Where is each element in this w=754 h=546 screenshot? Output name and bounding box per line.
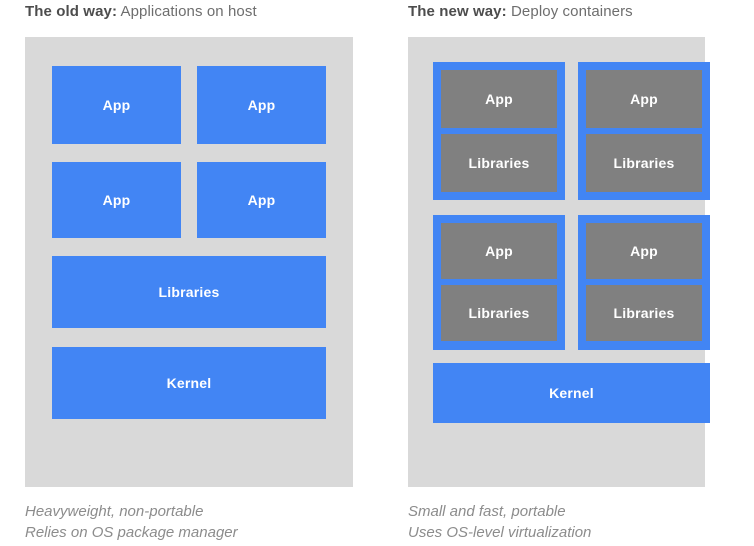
container-4-libraries-box: Libraries: [586, 285, 702, 341]
new-way-column: The new way: Deploy containers App Libra…: [408, 0, 752, 546]
old-way-app-box-2: App: [197, 66, 326, 144]
container-box-2: App Libraries: [578, 62, 710, 200]
new-way-caption: Small and fast, portable Uses OS-level v…: [408, 501, 591, 543]
new-way-heading-lead: The new way:: [408, 3, 507, 20]
old-way-stage: App App App App Libraries Kernel: [25, 37, 353, 487]
container-2-libraries-box: Libraries: [586, 134, 702, 192]
old-way-app-box-3: App: [52, 162, 181, 238]
container-4-app-box: App: [586, 223, 702, 279]
old-way-caption-line-1: Heavyweight, non-portable: [25, 503, 204, 520]
new-way-caption-line-2: Uses OS-level virtualization: [408, 524, 592, 541]
container-box-4: App Libraries: [578, 215, 710, 350]
old-way-app-box-4: App: [197, 162, 326, 238]
old-way-heading-lead: The old way:: [25, 3, 118, 20]
container-3-app-box: App: [441, 223, 557, 279]
new-way-heading: The new way: Deploy containers: [408, 2, 633, 22]
old-way-kernel-box: Kernel: [52, 347, 326, 419]
old-way-libraries-box: Libraries: [52, 256, 326, 328]
container-box-3: App Libraries: [433, 215, 565, 350]
old-way-heading: The old way: Applications on host: [25, 2, 257, 22]
container-3-libraries-box: Libraries: [441, 285, 557, 341]
old-way-caption: Heavyweight, non-portable Relies on OS p…: [25, 501, 238, 543]
old-way-caption-line-2: Relies on OS package manager: [25, 524, 238, 541]
new-way-stage: App Libraries App Libraries App Librarie…: [408, 37, 710, 487]
container-1-app-box: App: [441, 70, 557, 128]
old-way-app-box-1: App: [52, 66, 181, 144]
container-box-1: App Libraries: [433, 62, 565, 200]
new-way-caption-line-1: Small and fast, portable: [408, 503, 566, 520]
new-way-kernel-box: Kernel: [433, 363, 710, 423]
old-way-heading-rest: Applications on host: [117, 3, 257, 20]
new-way-heading-rest: Deploy containers: [506, 3, 633, 20]
old-way-column: The old way: Applications on host App Ap…: [25, 0, 369, 546]
container-2-app-box: App: [586, 70, 702, 128]
container-1-libraries-box: Libraries: [441, 134, 557, 192]
